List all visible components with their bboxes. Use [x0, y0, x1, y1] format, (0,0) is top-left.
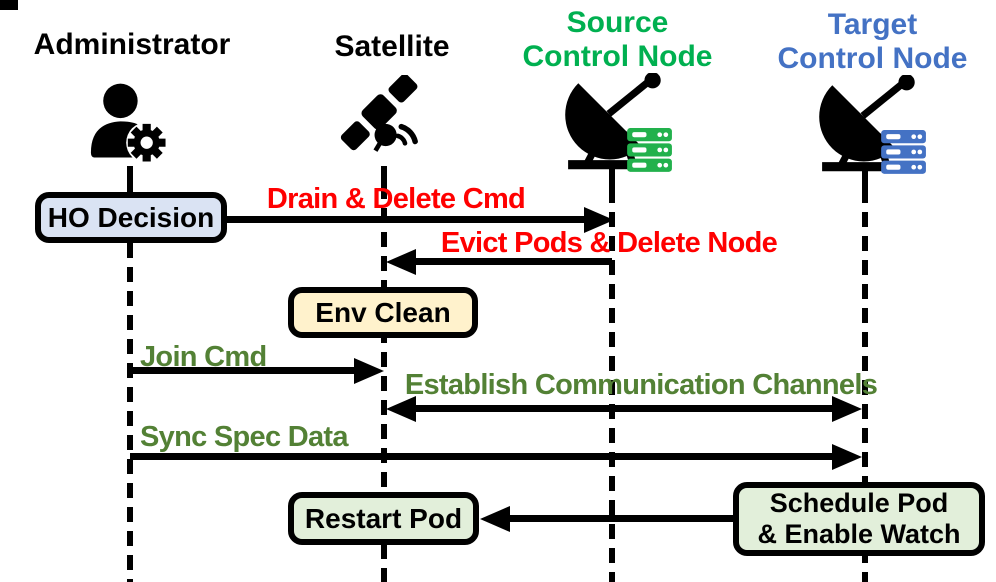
arrow-establish-channels	[404, 405, 844, 412]
lifeline-satellite	[381, 184, 387, 582]
actor-title-target-line1: Target	[827, 8, 918, 41]
lifeline-administrator	[127, 243, 133, 582]
box-label-schedule-pod-line1: Schedule Pod	[769, 488, 949, 518]
arrowhead-right-icon	[584, 207, 614, 233]
actor-title-source-control-node: Source Control Node	[510, 6, 725, 74]
admin-user-gear-icon	[90, 83, 168, 164]
box-label-ho-decision: HO Decision	[47, 202, 215, 233]
actor-title-target-control-node: Target Control Node	[765, 8, 980, 76]
box-label-schedule-pod-line2: & Enable Watch	[757, 519, 961, 549]
arrow-sync-spec-data	[130, 453, 834, 460]
message-label-join-cmd: Join Cmd	[140, 341, 267, 373]
arrow-evict-pods-delete-node	[410, 258, 612, 265]
arrowhead-left-icon	[386, 396, 416, 422]
server-rack-icon	[881, 130, 926, 174]
box-label-env-clean: Env Clean	[315, 297, 451, 328]
lifeline-stub-source	[609, 168, 615, 188]
target-node-ground-station-icon	[819, 75, 926, 174]
message-label-establish-channels: Establish Communication Channels	[404, 369, 878, 401]
arrowhead-right-icon	[832, 444, 862, 470]
arrowhead-right-icon	[832, 396, 862, 422]
message-label-drain-delete-cmd: Drain & Delete Cmd	[266, 183, 526, 215]
activity-box-schedule-pod: Schedule Pod & Enable Watch	[733, 482, 985, 556]
satellite-icon	[340, 75, 418, 152]
arrowhead-left-icon	[480, 506, 510, 532]
corner-mark	[0, 0, 18, 10]
arrow-schedule-to-restart	[504, 515, 733, 522]
message-label-sync-spec-data: Sync Spec Data	[140, 421, 349, 453]
activity-box-ho-decision: HO Decision	[35, 192, 227, 243]
message-label-evict-pods-delete-node: Evict Pods & Delete Node	[440, 227, 778, 259]
actor-title-satellite: Satellite	[334, 30, 450, 63]
arrow-join-cmd	[130, 367, 358, 374]
source-node-ground-station-icon	[565, 73, 672, 172]
arrowhead-right-icon	[354, 358, 384, 384]
lifeline-target-control-node	[862, 188, 868, 582]
activity-box-restart-pod: Restart Pod	[288, 492, 479, 545]
server-rack-icon	[627, 128, 672, 172]
lifeline-source-control-node	[609, 188, 615, 582]
actor-title-source-line2: Control Node	[522, 40, 713, 73]
actor-title-source-line1: Source	[566, 6, 669, 39]
lifeline-stub-target	[862, 170, 868, 188]
lifeline-stub-satellite	[381, 166, 387, 184]
actor-title-administrator: Administrator	[33, 28, 231, 61]
activity-box-env-clean: Env Clean	[288, 287, 478, 338]
box-label-restart-pod: Restart Pod	[304, 503, 463, 534]
arrowhead-left-icon	[386, 249, 416, 275]
arrow-drain-delete-cmd	[225, 216, 587, 223]
lifeline-stub-administrator	[127, 166, 133, 192]
actor-title-target-line2: Control Node	[777, 42, 968, 75]
